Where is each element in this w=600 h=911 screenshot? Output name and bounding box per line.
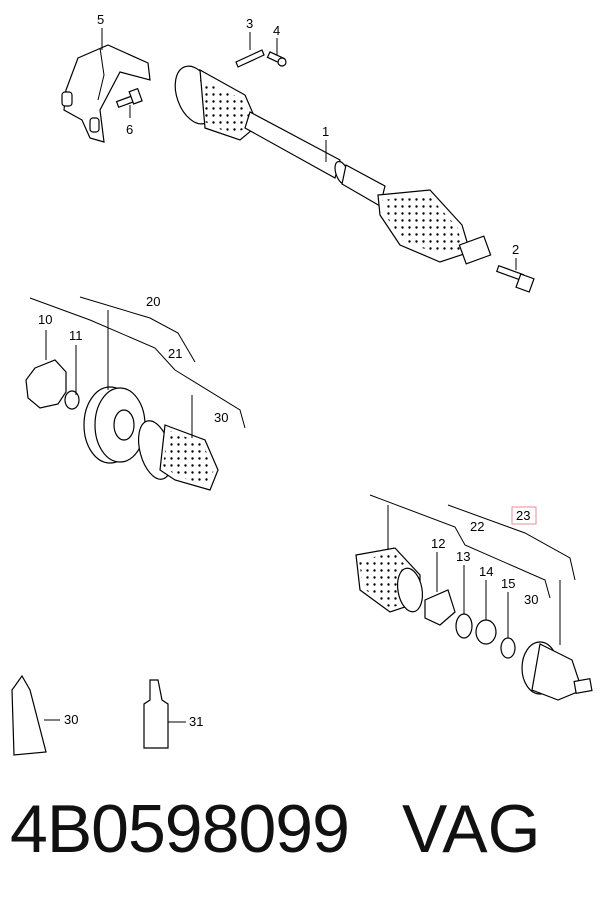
- leader-lines: [29, 28, 576, 723]
- ring-part-13: [455, 613, 473, 639]
- brand-name: VAG: [402, 791, 541, 867]
- callout-15: 15: [501, 576, 515, 591]
- adhesive-bottle-part-31: [143, 679, 169, 749]
- callout-31: 31: [189, 714, 203, 729]
- callout-4: 4: [273, 23, 280, 38]
- callout-30-left: 30: [214, 410, 228, 425]
- circlip-part-11: [64, 390, 80, 410]
- callout-13: 13: [456, 549, 470, 564]
- clamp-part-12: [424, 589, 456, 626]
- cv-boot-part-30-left: [137, 420, 219, 491]
- callout-3: 3: [246, 16, 253, 31]
- callout-30-bottom: 30: [64, 712, 78, 727]
- callout-30-right: 30: [524, 592, 538, 607]
- drive-shaft-part: [174, 65, 492, 265]
- circlip-part-15: [500, 637, 516, 659]
- cap-part-14: [475, 619, 497, 645]
- part-number: 4B0598099: [10, 791, 350, 867]
- cv-boot-part-30-right: [355, 547, 424, 613]
- bolt-part-2: [495, 264, 535, 293]
- callout-11: 11: [69, 328, 83, 343]
- heat-shield-part: [61, 44, 151, 143]
- callout-21: 21: [168, 346, 182, 361]
- grease-tube-part-30: [11, 674, 47, 756]
- callout-5: 5: [97, 12, 104, 27]
- flange-part: [83, 386, 146, 464]
- callout-6: 6: [126, 122, 133, 137]
- callout-2: 2: [512, 242, 519, 257]
- callout-1: 1: [322, 124, 329, 139]
- gasket-part-10: [25, 359, 67, 409]
- bolt-part-6: [115, 87, 143, 109]
- callout-12: 12: [431, 536, 445, 551]
- screw-part-4: [266, 51, 287, 67]
- highlight-box-23: [511, 506, 537, 525]
- callout-23: 23: [516, 508, 530, 523]
- callout-20: 20: [146, 294, 160, 309]
- clip-part-3: [235, 49, 265, 68]
- callout-14: 14: [479, 564, 493, 579]
- callout-10: 10: [38, 312, 52, 327]
- callout-22: 22: [470, 519, 484, 534]
- cv-joint-part: [521, 641, 593, 701]
